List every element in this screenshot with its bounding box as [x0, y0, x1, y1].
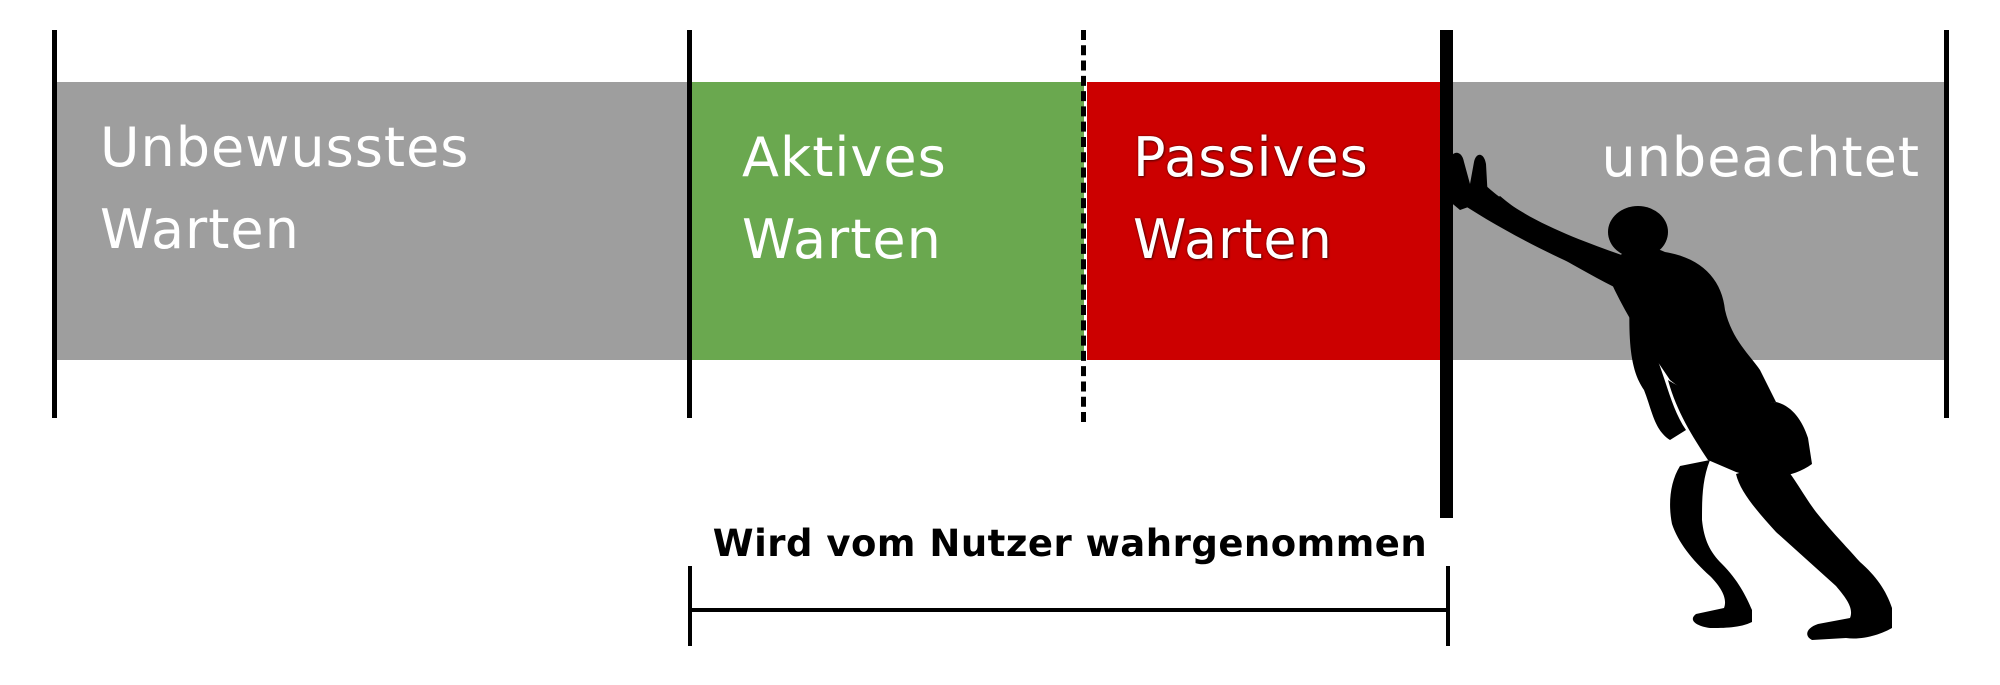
boundary-dashed-active-passive: [1081, 30, 1086, 422]
perceived-range-label: Wird vom Nutzer wahrgenommen: [712, 522, 1428, 565]
label-unnoticed: unbeachtet: [1560, 117, 1920, 199]
boundary-line-active-start: [687, 30, 692, 418]
label-line: Warten: [1133, 208, 1333, 271]
label-line: Passives: [1133, 126, 1369, 189]
segment-active-waiting: [692, 82, 1084, 360]
label-unconscious-waiting: Unbewusstes Warten: [100, 107, 660, 271]
bracket-right-tick: [1446, 566, 1450, 646]
label-line: Warten: [742, 208, 942, 271]
label-line: Aktives: [742, 126, 947, 189]
label-line: Unbewusstes: [100, 116, 470, 179]
boundary-line-end: [1944, 30, 1949, 418]
bracket-bar: [690, 608, 1450, 612]
label-active-waiting: Aktives Warten: [742, 117, 1072, 281]
person-pushing-wall-icon: [1448, 152, 1892, 640]
segment-passive-waiting: [1087, 82, 1443, 360]
label-line: Warten: [100, 198, 300, 261]
segment-unconscious-waiting: [57, 82, 689, 360]
label-passive-waiting: Passives Warten: [1133, 117, 1443, 281]
boundary-line-start: [52, 30, 57, 418]
boundary-wall: [1440, 30, 1453, 518]
bracket-left-tick: [688, 566, 692, 646]
label-line: unbeachtet: [1601, 126, 1920, 189]
